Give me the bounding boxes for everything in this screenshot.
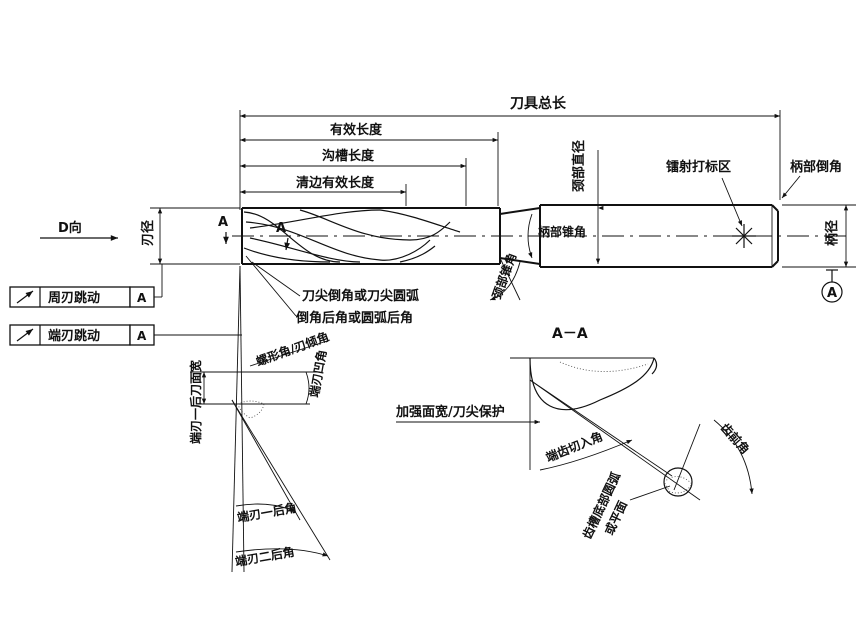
end-second-clearance-label: 端刃二后角 [234, 544, 296, 569]
datum-a-symbol [821, 269, 843, 303]
radial-runout-frame: 周刃跳动 A [9, 264, 163, 308]
section-mark-a-left: A [218, 215, 228, 230]
effective-length-label: 有效长度 [330, 122, 383, 138]
chamfer-back-angle-label: 倒角后角或圆弧后角 [295, 310, 413, 326]
end-gash-angle-label: 端齿切入角 [544, 428, 605, 464]
edge-diameter-label: 刃径 [140, 220, 156, 246]
flute-length-label: 沟槽长度 [322, 148, 375, 164]
tip-chamfer-label: 刀尖倒角或刀尖圆弧 [302, 288, 419, 304]
end-face-geometry [190, 265, 331, 573]
section-mark-a-right: A [276, 221, 286, 236]
shank-taper-angle-label: 柄部锥角 [538, 224, 586, 239]
end-first-clearance-label: 端刃一后角 [236, 500, 298, 525]
laser-target-icon [732, 224, 756, 248]
concave-angle-label: 端刃凹角 [306, 349, 329, 399]
runout-arrow-icon [16, 290, 34, 304]
datum-a-label: A [827, 286, 837, 301]
axial-runout-frame: 端刃跳动 A [9, 324, 242, 346]
neck-diameter-label: 颈部直径 [571, 140, 587, 192]
section-aa-title: A－A [552, 326, 588, 342]
end-edge-width-label: 端刃一后刀面宽 [188, 360, 203, 444]
shank-chamfer-label: 柄部倒角 [790, 159, 842, 175]
d-direction-label: D向 [58, 220, 82, 236]
section-aa-geometry [510, 357, 701, 501]
laser-mark-area-label: 镭射打标区 [665, 159, 731, 175]
clear-edge-length-label: 清边有效长度 [296, 175, 375, 191]
reinforced-face-label: 加强面宽/刀尖保护 [395, 404, 505, 420]
radial-runout-label: 周刃跳动 [48, 290, 100, 306]
shank-diameter-label: 柄径 [824, 220, 840, 246]
radial-runout-ref: A [137, 291, 147, 305]
length-dimensions [239, 110, 781, 210]
rake-angle-label: 齿前角 [718, 420, 753, 457]
axial-runout-ref: A [137, 329, 147, 343]
axial-runout-label: 端刃跳动 [48, 328, 100, 344]
runout-arrow-icon [16, 328, 34, 342]
total-length-label: 刀具总长 [510, 95, 567, 112]
